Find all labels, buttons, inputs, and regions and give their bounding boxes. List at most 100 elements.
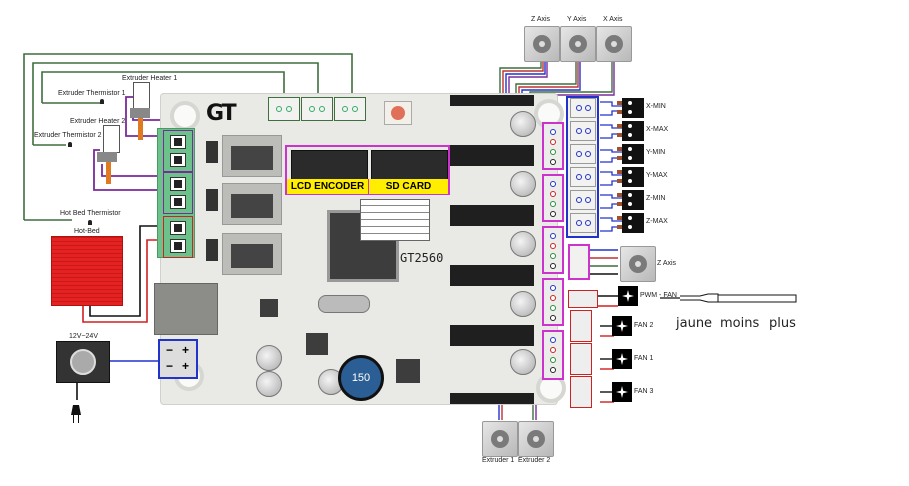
endstop-label: Z-MAX	[646, 218, 668, 225]
thermistor-connector-1	[268, 97, 300, 121]
microstep-table	[360, 199, 430, 241]
fan-connector	[570, 343, 592, 375]
fan-connector	[570, 376, 592, 408]
heater-2-terminal	[163, 172, 193, 214]
hotbed-terminal	[163, 216, 193, 258]
pin-dot	[550, 357, 556, 363]
wire-thermistor-1	[41, 71, 285, 103]
top-motor-label-x: X Axis	[603, 16, 623, 23]
stepper-motor-y	[560, 26, 596, 62]
extruder-heater-1	[133, 82, 150, 110]
reset-button[interactable]	[384, 101, 412, 125]
pin-dot	[550, 263, 556, 269]
ic	[260, 299, 278, 317]
pin-dot	[550, 243, 556, 249]
mounting-hole	[170, 101, 200, 131]
endstop-connector	[570, 213, 596, 233]
endstop-switch-icon	[617, 167, 644, 187]
fan-icon	[612, 349, 632, 369]
thermistor-1-icon	[100, 99, 104, 104]
pin-dot	[550, 295, 556, 301]
right-motor-label: Z Axis	[657, 260, 677, 267]
pin-dot	[550, 367, 556, 373]
power-supply-label: 12V~24V	[69, 333, 98, 340]
extruder-1-motor-label: Extruder 1	[482, 457, 515, 464]
endstop-connector	[570, 98, 596, 118]
fan-label: PWM - FAN	[640, 292, 677, 299]
pin-dot	[550, 129, 556, 135]
thermistor-2-icon	[68, 142, 72, 147]
extruder-thermistor-2-label: Extruder Thermistor 2	[34, 132, 102, 139]
hotbed-thermistor-icon	[88, 220, 92, 225]
endstop-connector	[570, 167, 596, 187]
driver-output-connector	[542, 122, 564, 170]
pin-dot	[550, 159, 556, 165]
pin-dot	[550, 139, 556, 145]
stepper-motor-z-right	[620, 246, 656, 282]
lcd-encoder-header[interactable]	[291, 150, 368, 180]
fan-grille-icon	[70, 349, 96, 375]
annotation-moins: moins	[720, 316, 760, 331]
gt2560-board: GT GT2560 − + − + 150	[154, 93, 566, 405]
endstop-switch-icon	[617, 213, 644, 233]
wire-thermistor-2	[32, 62, 319, 145]
endstop-switch-icon	[617, 190, 644, 210]
annotation-jaune: jaune	[676, 316, 713, 331]
extruder-thermistor-1-label: Extruder Thermistor 1	[58, 90, 126, 97]
endstop-label: Y-MIN	[646, 149, 666, 156]
top-motor-label-y: Y Axis	[567, 16, 587, 23]
driver-output-connector	[542, 174, 564, 222]
endstop-connector	[570, 144, 596, 164]
driver-output-connector	[542, 330, 564, 380]
inductor: 150	[338, 355, 384, 401]
annotation-plus: plus	[769, 316, 796, 331]
pin-dot	[550, 191, 556, 197]
extruder-2-motor-label: Extruder 2	[518, 457, 551, 464]
power-supply	[56, 341, 110, 383]
ic	[306, 333, 328, 355]
capacitor	[256, 345, 282, 371]
endstop-connector	[570, 190, 596, 210]
pin-dot	[550, 305, 556, 311]
power-terminal: − + − +	[158, 339, 198, 379]
thermistor-wires	[23, 53, 353, 221]
sd-card-label: SD CARD	[369, 179, 448, 194]
fan-label: FAN 2	[634, 322, 654, 329]
driver-output-connector	[542, 226, 564, 274]
wire-hotbed-thermistor	[23, 53, 353, 220]
pin-dot	[550, 149, 556, 155]
z-motor-connector	[568, 244, 590, 280]
lcd-encoder-label: LCD ENCODER	[287, 179, 369, 194]
fan-label: FAN 3	[634, 388, 654, 395]
sd-card-header[interactable]	[371, 150, 448, 180]
endstop-label: X-MIN	[646, 103, 666, 110]
endstop-switch-icon	[617, 98, 644, 118]
pin-dot	[550, 211, 556, 217]
pin-dot	[550, 233, 556, 239]
hot-bed-label: Hot-Bed	[74, 228, 100, 235]
pin-dot	[550, 315, 556, 321]
usb-port[interactable]	[154, 283, 218, 335]
endstop-connector	[570, 121, 596, 141]
extruder-heater-2	[103, 125, 120, 153]
fan-icon	[612, 382, 632, 402]
driver-capacitor	[510, 231, 536, 257]
thermistor-connector-3	[334, 97, 366, 121]
crystal	[318, 295, 370, 313]
driver-capacitor	[510, 171, 536, 197]
lcd-sd-header-group: LCD ENCODER SD CARD	[285, 145, 450, 195]
fan-icon	[618, 286, 638, 306]
stepper-motor-x	[596, 26, 632, 62]
pin-dot	[550, 285, 556, 291]
stepper-motor-extruder-2	[518, 421, 554, 457]
top-motor-label-z: Z Axis	[531, 16, 551, 23]
heater-1-terminal	[163, 130, 193, 172]
extruder-heater-2-label: Extruder Heater 2	[70, 118, 126, 125]
heater-wires	[93, 96, 168, 191]
pin-dot	[550, 337, 556, 343]
fan-label: FAN 1	[634, 355, 654, 362]
stepper-motor-z	[524, 26, 560, 62]
thermistor-connector-2	[301, 97, 333, 121]
endstop-switch-icon	[617, 144, 644, 164]
extruder-heater-1-label: Extruder Heater 1	[122, 75, 178, 82]
